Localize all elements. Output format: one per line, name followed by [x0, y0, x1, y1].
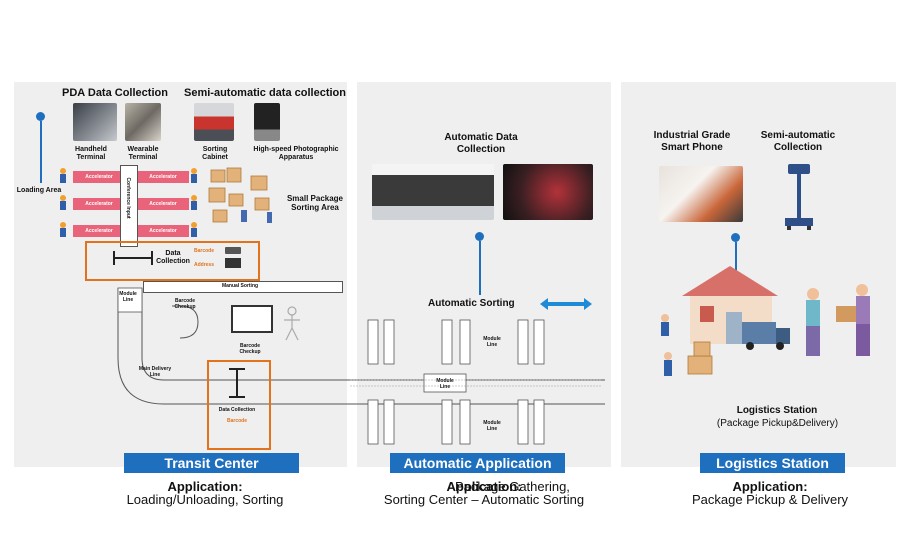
small-package-sorting-area-label: Small Package Sorting Area: [286, 194, 344, 212]
pda-data-collection-title: PDA Data Collection: [62, 87, 168, 99]
transit-application-text: Loading/Unloading, Sorting: [126, 492, 284, 507]
automatic-application-banner: Automatic Application: [390, 453, 565, 473]
wearable-terminal-photo: [125, 103, 161, 141]
logistics-station-subtitle: (Package Pickup&Delivery): [716, 418, 839, 429]
manual-sorting-label: Manual Sorting: [221, 283, 259, 289]
transit-center-banner: Transit Center: [124, 453, 299, 473]
loading-area-line: [40, 121, 42, 183]
logistics-station-scene: [661, 266, 870, 376]
logistics-station-marker: [731, 233, 740, 242]
barcode-checkup-screen: [231, 305, 273, 333]
logistics-station-title: Logistics Station: [736, 405, 818, 416]
scanner-device-1: [225, 247, 241, 254]
barcode-checkup-label-2: Barcode Checkup: [239, 343, 261, 355]
loading-area-label: Loading Area: [16, 187, 62, 194]
automatic-data-collection-title: Automatic Data Collection: [444, 132, 518, 155]
barcode-checkup-label-1: Barcode Checkup: [174, 298, 196, 310]
smart-phone-photo: [659, 166, 743, 222]
wearable-terminal-label: Wearable Terminal: [127, 146, 159, 161]
module-line-label-2: Module Line: [483, 336, 501, 348]
module-line-label-4: Module Line: [483, 420, 501, 432]
automatic-sorting-line: [479, 241, 481, 295]
accelerator-5: Accelerator: [73, 225, 125, 237]
handheld-terminal-photo: [73, 103, 117, 141]
conference-input-belt: [120, 165, 138, 247]
accelerator-6: Accelerator: [137, 225, 189, 237]
handheld-terminal-label: Handheld Terminal: [75, 146, 107, 161]
scanner-bar-2b: [229, 396, 245, 398]
conference-input-label: Conference Input: [125, 177, 131, 219]
double-arrow-icon: [540, 298, 592, 310]
workers-icon: [60, 168, 197, 237]
conveyor-path: [117, 287, 605, 405]
main-delivery-line-label: Main Delivery Line: [138, 366, 172, 378]
module-line-label-1: Module Line: [119, 291, 137, 303]
data-collection-box-1: [85, 241, 260, 281]
accelerator-4: Accelerator: [137, 198, 189, 210]
manual-sorting-belt: [143, 281, 343, 293]
barcode-label-2: Barcode: [226, 418, 247, 424]
automatic-scan-view-photo: [503, 164, 593, 220]
scanner-bar-1: [113, 257, 153, 259]
logistics-application-label: Application:: [732, 479, 808, 494]
automatic-sorting-marker: [475, 232, 484, 241]
data-collection-label-2: Data Collection: [218, 407, 256, 413]
auto-application-text-2: Sorting Center – Automatic Sorting: [383, 492, 585, 507]
data-collection-label-1: Data Collection: [156, 250, 190, 265]
sorting-cabinet-label: Sorting Cabinet: [202, 146, 228, 161]
transit-center-panel: [14, 82, 347, 467]
scanner-post-2: [236, 368, 238, 398]
accelerator-1: Accelerator: [73, 171, 125, 183]
logistics-station-line: [735, 242, 737, 276]
small-package-shelves: [208, 167, 272, 223]
data-collection-box-2: [207, 360, 271, 450]
automatic-sorting-label: Automatic Sorting: [428, 298, 515, 309]
loading-area-marker: [36, 112, 45, 121]
module-line-grid: [350, 319, 602, 445]
industrial-phone-title: Industrial Grade Smart Phone: [653, 130, 731, 153]
logistics-application-text: Package Pickup & Delivery: [691, 492, 849, 507]
automatic-scanner-photo: [372, 164, 494, 220]
highspeed-apparatus-label: High-speed Photographic Apparatus: [253, 146, 339, 161]
scanner-post-1a: [113, 251, 115, 265]
auto-application-label: Application:: [446, 479, 522, 494]
accelerator-2: Accelerator: [137, 171, 189, 183]
logistics-station-panel: [621, 82, 896, 467]
module-line-label-3: Module Line: [436, 378, 454, 390]
semi-automatic-data-collection-title: Semi-automatic data collection: [184, 87, 346, 99]
collection-stand-icon: [785, 164, 813, 230]
transit-application-label: Application:: [167, 479, 243, 494]
sorting-cabinet-photo: [194, 103, 234, 141]
highspeed-apparatus-photo: [254, 103, 280, 141]
semi-automatic-collection-title: Semi-automatic Collection: [760, 130, 836, 153]
scanner-bar-2a: [229, 368, 245, 370]
accelerator-3: Accelerator: [73, 198, 125, 210]
operator-figure: [284, 306, 300, 341]
scanner-device-2: [225, 258, 241, 268]
auto-application-text-1: Package Gathering,: [455, 479, 570, 494]
address-label-1: Address: [193, 262, 214, 268]
scanner-post-1b: [151, 251, 153, 265]
barcode-label-1: Barcode: [193, 248, 214, 254]
logistics-station-banner: Logistics Station: [700, 453, 845, 473]
automatic-application-panel: [357, 82, 611, 467]
